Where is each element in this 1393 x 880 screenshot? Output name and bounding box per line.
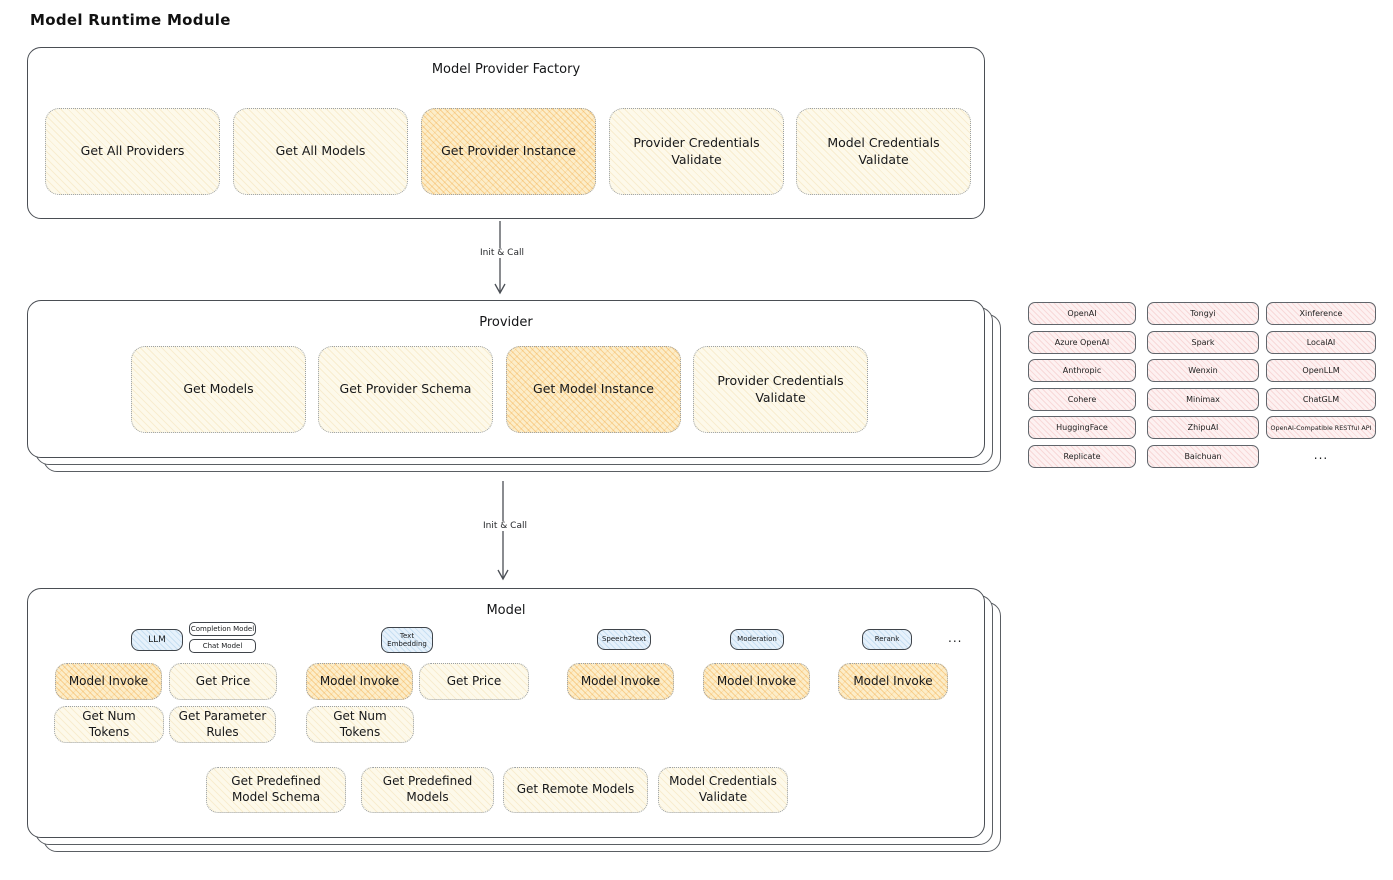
- factory-panel: Model Provider Factory Get All Providers…: [27, 47, 985, 219]
- provider-panel-title: Provider: [479, 315, 533, 330]
- arrow-factory-to-provider: [494, 221, 506, 295]
- llm-model-invoke-button: Model Invoke: [55, 663, 162, 700]
- provider-item-openllm: OpenLLM: [1266, 359, 1376, 382]
- provider-item-azure-openai: Azure OpenAI: [1028, 331, 1136, 354]
- arrow-label-init-call-2: Init & Call: [465, 521, 545, 531]
- speech2text-model-invoke-button: Model Invoke: [567, 663, 674, 700]
- provider-item-localai: LocalAI: [1266, 331, 1376, 354]
- tab-rerank: Rerank: [862, 629, 912, 650]
- provider-item-zhipuai: ZhipuAI: [1147, 416, 1259, 439]
- provider-item-spark: Spark: [1147, 331, 1259, 354]
- provider-list-more-ellipsis: ...: [1313, 448, 1329, 462]
- provider-button-get-provider-schema: Get Provider Schema: [318, 346, 493, 433]
- get-predefined-models-button: Get Predefined Models: [361, 767, 494, 813]
- arrow-provider-to-model: [497, 481, 509, 581]
- provider-item-wenxin: Wenxin: [1147, 359, 1259, 382]
- factory-button-get-all-providers: Get All Providers: [45, 108, 220, 195]
- text-embedding-get-price-button: Get Price: [419, 663, 529, 700]
- model-panel-title: Model: [486, 603, 526, 618]
- text-embedding-get-num-tokens-button: Get Num Tokens: [306, 706, 414, 743]
- provider-item-minimax: Minimax: [1147, 388, 1259, 411]
- get-remote-models-button: Get Remote Models: [503, 767, 648, 813]
- provider-button-provider-credentials-validate: Provider Credentials Validate: [693, 346, 868, 433]
- tab-llm: LLM: [131, 629, 183, 651]
- provider-button-get-model-instance: Get Model Instance: [506, 346, 681, 433]
- llm-get-num-tokens-button: Get Num Tokens: [54, 706, 164, 743]
- tab-chat-model: Chat Model: [189, 639, 256, 653]
- get-predefined-model-schema-button: Get Predefined Model Schema: [206, 767, 346, 813]
- tab-text-embedding: Text Embedding: [381, 627, 433, 653]
- arrow-label-init-call-1: Init & Call: [462, 248, 542, 258]
- provider-item-baichuan: Baichuan: [1147, 445, 1259, 468]
- providers-grid: OpenAI Tongyi Xinference Azure OpenAI Sp…: [1028, 302, 1377, 469]
- provider-button-get-models: Get Models: [131, 346, 306, 433]
- provider-item-xinference: Xinference: [1266, 302, 1376, 325]
- llm-get-parameter-rules-button: Get Parameter Rules: [169, 706, 276, 743]
- provider-item-tongyi: Tongyi: [1147, 302, 1259, 325]
- factory-panel-title: Model Provider Factory: [431, 62, 581, 77]
- factory-button-get-all-models: Get All Models: [233, 108, 408, 195]
- provider-item-replicate: Replicate: [1028, 445, 1136, 468]
- tabs-more-ellipsis: ...: [948, 631, 963, 645]
- provider-panel: Provider Get Models Get Provider Schema …: [27, 300, 985, 458]
- tab-speech2text: Speech2text: [597, 629, 651, 650]
- model-credentials-validate-button: Model Credentials Validate: [658, 767, 788, 813]
- moderation-model-invoke-button: Model Invoke: [703, 663, 810, 700]
- provider-item-anthropic: Anthropic: [1028, 359, 1136, 382]
- provider-item-chatglm: ChatGLM: [1266, 388, 1376, 411]
- factory-button-model-credentials-validate: Model Credentials Validate: [796, 108, 971, 195]
- page-title: Model Runtime Module: [30, 11, 231, 29]
- text-embedding-model-invoke-button: Model Invoke: [306, 663, 413, 700]
- provider-item-openai-compatible: OpenAI-Compatible RESTful API: [1266, 416, 1376, 439]
- factory-button-provider-credentials-validate: Provider Credentials Validate: [609, 108, 784, 195]
- tab-moderation: Moderation: [730, 629, 784, 650]
- tab-completion-model: Completion Model: [189, 622, 256, 636]
- rerank-model-invoke-button: Model Invoke: [838, 663, 948, 700]
- provider-item-openai: OpenAI: [1028, 302, 1136, 325]
- model-panel: Model LLM Completion Model Chat Model Te…: [27, 588, 985, 838]
- provider-item-cohere: Cohere: [1028, 388, 1136, 411]
- provider-item-huggingface: HuggingFace: [1028, 416, 1136, 439]
- llm-get-price-button: Get Price: [169, 663, 277, 700]
- factory-button-get-provider-instance: Get Provider Instance: [421, 108, 596, 195]
